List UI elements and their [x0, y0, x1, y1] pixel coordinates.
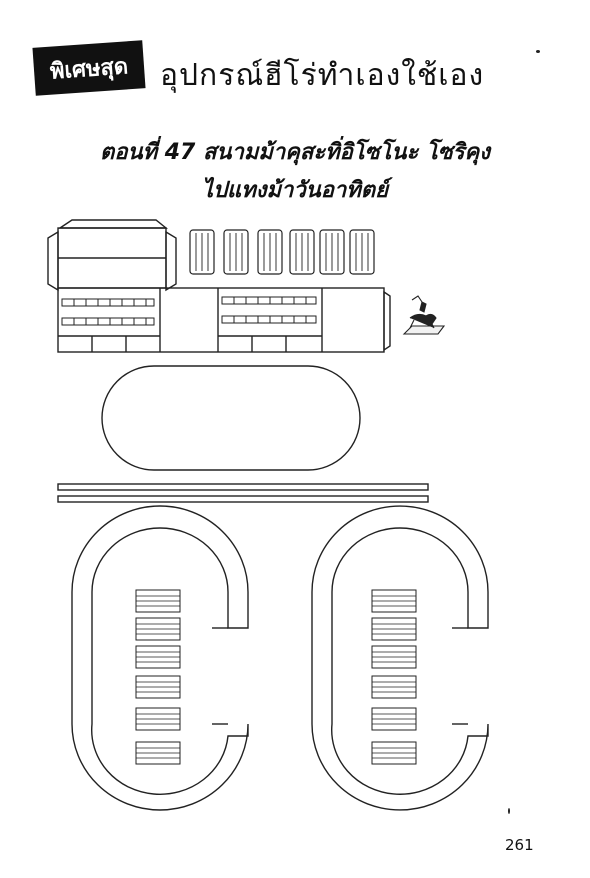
rail-strip-bottom — [57, 495, 429, 503]
print-speck — [508, 808, 510, 814]
rail-strip-top — [57, 483, 429, 491]
track-piece-right — [311, 505, 489, 811]
seat-stack-right — [371, 589, 417, 765]
page-number: 261 — [505, 836, 534, 854]
episode-subtitle-line2: ไปแทงม้าวันอาทิตย์ — [202, 178, 388, 203]
roof-side-flap-left — [47, 230, 59, 292]
side-glue-flap — [383, 290, 391, 352]
oval-infield-piece — [101, 365, 361, 471]
bleacher-pieces — [189, 229, 375, 275]
grandstand-building-net — [47, 219, 391, 353]
roof-top-flap — [57, 219, 168, 229]
track-piece-left — [71, 505, 249, 811]
roof-side-flap-right — [165, 230, 177, 292]
page-title: อุปกรณ์ฮีโร่ทำเองใช้เอง — [160, 58, 485, 93]
episode-subtitle-line1: ตอนที่ 47 สนามม้าคุสะทิ่อิโซโนะ โซริคุง — [100, 140, 490, 165]
horse-rider-icon — [402, 295, 446, 335]
window-rows — [61, 296, 317, 326]
print-speck — [536, 50, 540, 53]
building-facade — [57, 287, 385, 353]
seat-stack-left — [135, 589, 181, 765]
